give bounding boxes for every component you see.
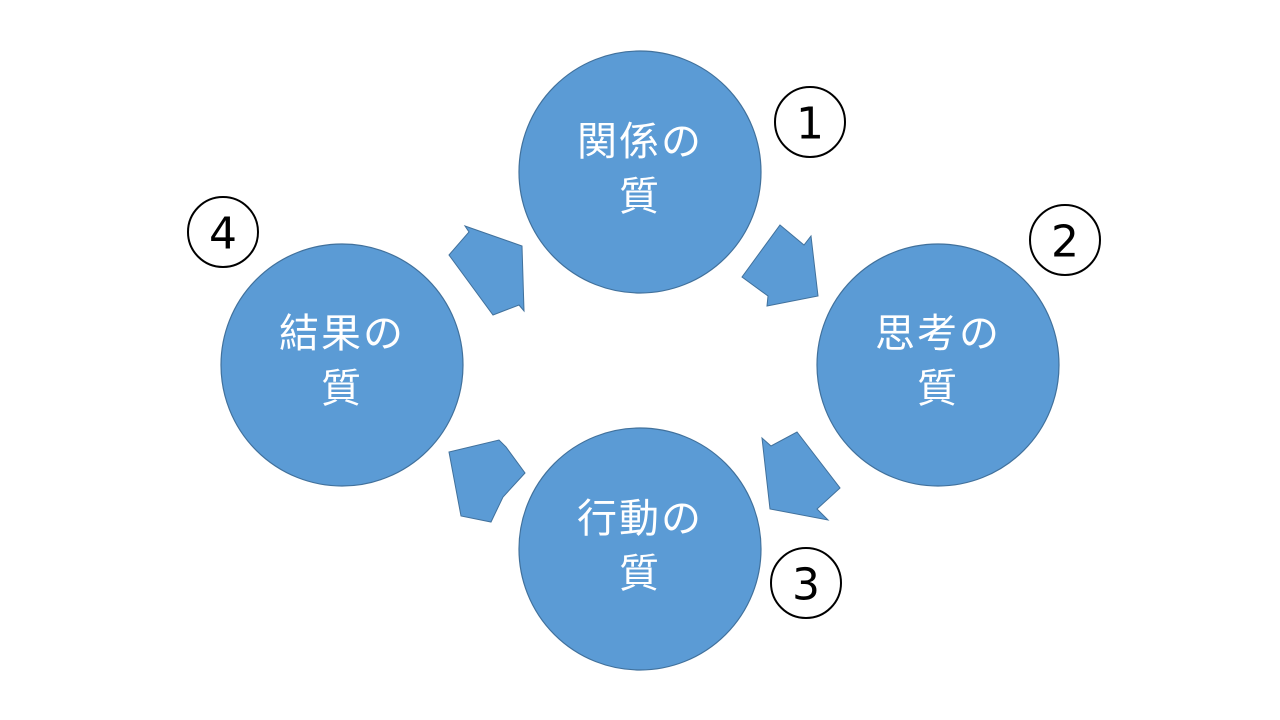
node-result-label-line1: 結果の <box>279 311 405 357</box>
node-thinking-label-line2: 質 <box>917 366 959 412</box>
step-marker-1-ring <box>774 86 846 158</box>
step-marker-3: 3 <box>770 547 842 619</box>
node-relationship-circle <box>518 50 762 294</box>
node-action-label-line2: 質 <box>619 551 661 597</box>
node-action-quality: 行動の 質 <box>518 427 762 671</box>
arrow-result-to-relationship <box>448 225 525 316</box>
node-result-circle <box>220 243 464 487</box>
node-thinking-quality: 思考の 質 <box>816 243 1060 487</box>
step-marker-2-ring <box>1029 204 1101 276</box>
step-marker-2: 2 <box>1029 204 1101 276</box>
step-marker-3-number: 3 <box>792 560 820 611</box>
step-marker-4: 4 <box>187 196 259 268</box>
node-action-label-line1: 行動の <box>577 496 703 542</box>
node-relationship-label-line1: 関係の <box>577 119 703 165</box>
arrow-relationship-to-thinking <box>741 224 819 307</box>
step-marker-2-number: 2 <box>1051 217 1079 268</box>
arrow-action-to-result <box>448 439 526 523</box>
step-marker-3-ring <box>770 547 842 619</box>
arrow-thinking-to-action <box>761 431 841 521</box>
node-thinking-circle <box>816 243 1060 487</box>
step-marker-4-ring <box>187 196 259 268</box>
step-marker-1: 1 <box>774 86 846 158</box>
node-thinking-label-line1: 思考の <box>875 311 1001 357</box>
step-marker-1-number: 1 <box>796 99 824 150</box>
node-relationship-quality: 関係の 質 <box>518 50 762 294</box>
node-result-label-line2: 質 <box>321 366 363 412</box>
step-marker-4-number: 4 <box>209 209 237 260</box>
node-relationship-label-line2: 質 <box>619 174 661 220</box>
node-result-quality: 結果の 質 <box>220 243 464 487</box>
node-action-circle <box>518 427 762 671</box>
